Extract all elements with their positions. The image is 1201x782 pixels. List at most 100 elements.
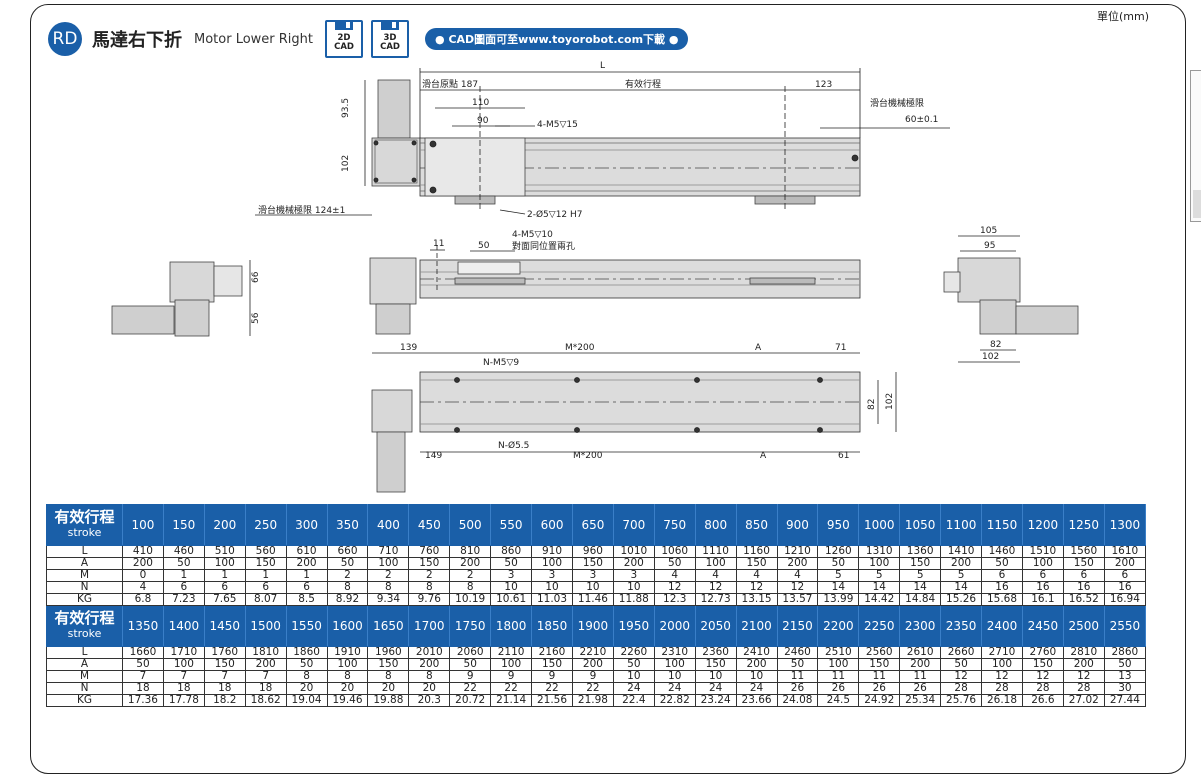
table-cell: 21.98 [571,694,614,707]
stroke-value: 1050 [899,504,942,546]
table-cell: 1510 [1021,545,1064,558]
stroke-value: 600 [531,504,573,546]
dim-a-bottom: A [760,451,767,461]
table-cell: 12 [653,581,696,594]
table-cell: 20.3 [408,694,451,707]
right-view: 105 95 82 102 [943,226,1079,363]
table-cell: 710 [367,545,410,558]
table-cell: 14.42 [858,593,901,606]
table-cell: 5 [858,569,901,582]
table-cell: 2460 [776,646,819,659]
dim-95: 95 [984,241,995,251]
table-cell: 4 [122,581,164,594]
table-cell: 28 [1062,682,1105,695]
cad-download-link[interactable]: ● CAD圖面可至www.toyorobot.com下載 ● [425,28,689,50]
table-cell: 150 [899,557,942,570]
table-cell: 100 [531,557,573,570]
table-cell: 9 [571,670,614,683]
table-cell: 18 [244,682,287,695]
dim-origin: 滑台原點 187 [422,78,478,90]
stroke-value: 250 [244,504,287,546]
table-cell: 7.23 [162,593,205,606]
table-cell: 760 [408,545,451,558]
table-cell: 1960 [367,646,410,659]
table-cell: 20 [285,682,328,695]
stroke-value: 2450 [1021,605,1064,647]
table-cell: 8 [326,670,369,683]
front-view: 11 50 4-M5▽10 對面同位置兩孔 [369,230,861,335]
title-en: Motor Lower Right [194,31,314,47]
table-cell: 8 [326,581,369,594]
table-cell: 13.99 [817,593,860,606]
table-cell: 24 [694,682,737,695]
table-cell: 8.07 [244,593,287,606]
table-cell: 200 [940,557,983,570]
table-cell: 10 [735,670,778,683]
stroke-value: 800 [694,504,737,546]
stroke-value: 850 [735,504,778,546]
stroke-label-en: stroke [67,526,102,539]
stroke-value: 2200 [817,605,860,647]
table-cell: 7.65 [203,593,246,606]
side-tab [1190,70,1201,222]
table-cell: 1860 [285,646,328,659]
table-cell: 7 [203,670,246,683]
table-cell: 1 [162,569,205,582]
table-cell: 100 [694,557,737,570]
dim-102: 102 [341,155,351,172]
table-cell: 150 [1062,557,1105,570]
table-cell: 6 [162,581,205,594]
note-opposite: 對面同位置兩孔 [512,240,575,252]
stroke-value: 2400 [981,605,1023,647]
table-cell: 560 [244,545,287,558]
note-m5-10: 4-M5▽10 [512,230,553,240]
stroke-value: 1500 [244,605,287,647]
stroke-value: 1800 [490,605,533,647]
table-cell: 200 [122,557,164,570]
table-cell: 6.8 [122,593,164,606]
floppy-icon [335,20,354,30]
limit-right: 滑台機械極限 [870,97,924,109]
table-cell: 50 [122,658,164,671]
dim-71: 71 [835,343,846,353]
table-cell: 7 [244,670,287,683]
table-cell: 1210 [776,545,819,558]
table-cell: 9 [531,670,573,683]
table-cell: 6 [1021,569,1064,582]
table-cell: 11.88 [612,593,655,606]
table-cell: 12 [1062,670,1105,683]
table-cell: 24 [612,682,655,695]
table-cell: 2210 [571,646,614,659]
unit-label: 單位(mm) [1096,10,1149,23]
dim-102c: 102 [885,393,895,410]
table-cell: 50 [940,658,983,671]
table-cell: 27.44 [1103,694,1147,707]
table-cell: 27.02 [1062,694,1105,707]
table-cell: 2660 [940,646,983,659]
table-cell: 19.88 [367,694,410,707]
table-cell: 24.08 [776,694,819,707]
table-cell: 25.76 [940,694,983,707]
table-cell: 50 [285,658,328,671]
table-cell: 4 [735,569,778,582]
table-cell: 1910 [326,646,369,659]
table-cell: 0 [122,569,164,582]
table-cell: 150 [571,557,614,570]
dim-a-top: A [755,343,762,353]
table-cell: 2360 [694,646,737,659]
table-cell: 21.56 [531,694,573,707]
row-label: L [46,646,123,659]
table-cell: 15.26 [940,593,983,606]
stroke-value: 700 [612,504,655,546]
table-cell: 50 [490,557,533,570]
dim-123: 123 [815,80,832,90]
